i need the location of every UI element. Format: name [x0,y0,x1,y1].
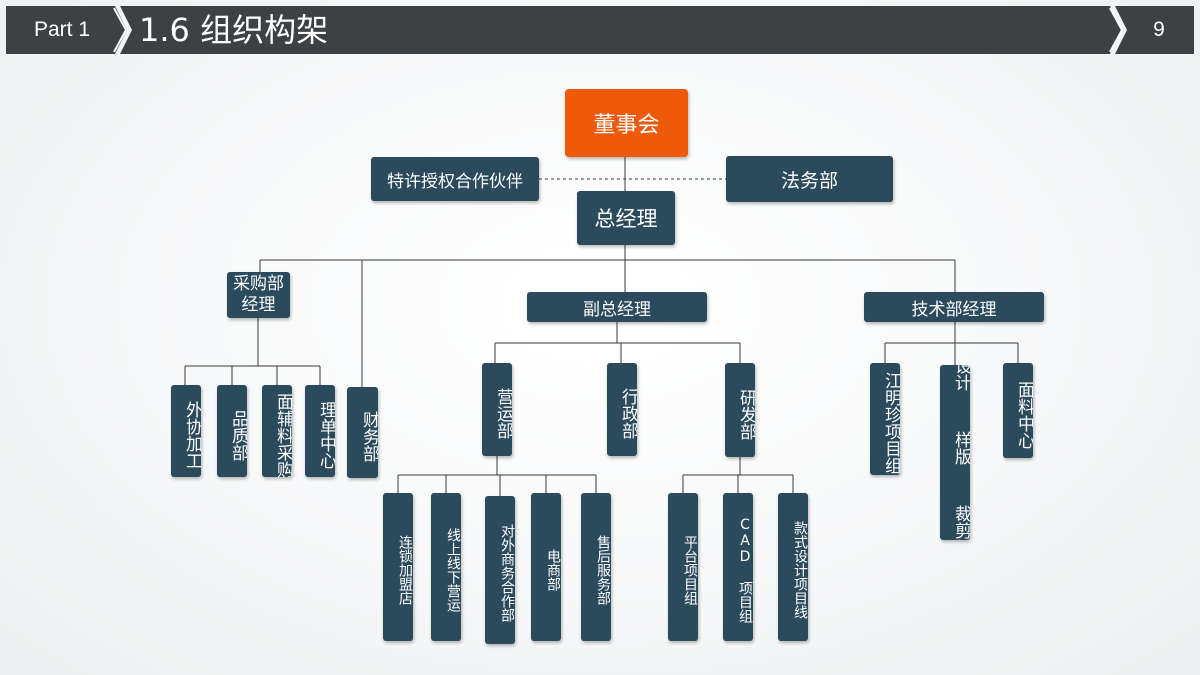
unit-order-center: 理单中心 [305,385,335,477]
franchise-partner-label: 特许授权合作伙伴 [387,171,523,192]
unit-jiang-project: 江明珍项目组 [870,363,900,475]
unit-after-sales: 售后服务部 [581,493,611,641]
unit-franchise-stores: 连锁加盟店 [383,493,413,641]
unit-external-business: 对外商务合作部 [485,496,515,644]
purchasing-manager-box: 采购部经理 [227,272,290,318]
tech-manager-box: 技术部经理 [864,292,1044,322]
unit-quality: 品质部 [217,385,247,477]
unit-finance: 财务部 [347,387,378,478]
page-title: 1.6 组织构架 [139,11,329,49]
unit-design-sample-cut: 设计 样版 裁剪组 [940,365,970,540]
unit-outsourcing: 外协加工 [171,385,201,477]
board-box: 董事会 [565,89,688,157]
legal-box: 法务部 [726,156,893,202]
unit-fabric-center: 面料中心 [1003,363,1033,458]
unit-online-offline-ops: 线上线下营运 [431,493,461,641]
unit-administration: 行政部 [607,363,637,456]
franchise-partner-box: 特许授权合作伙伴 [371,157,539,201]
gm-box: 总经理 [577,191,675,245]
page-number: 9 [1153,18,1165,41]
part-label: Part 1 [34,18,91,41]
unit-materials-purchasing: 面辅料采购 [262,385,292,477]
deputy-gm-box: 副总经理 [527,292,707,322]
tech-manager-label: 技术部经理 [911,299,997,320]
unit-operations: 营运部 [482,363,512,456]
purchasing-manager-label: 采购部经理 [233,274,284,315]
gm-label: 总经理 [594,207,658,231]
board-label: 董事会 [593,113,660,138]
unit-platform-project: 平台项目组 [668,493,698,641]
legal-label: 法务部 [780,169,838,192]
slide-header: Part 1 1.6 组织构架 9 [6,6,1194,54]
header-bar-shape [6,6,1194,54]
unit-cad-project: CAD 项目组 [723,493,753,641]
deputy-gm-label: 副总经理 [583,299,651,320]
unit-rnd: 研发部 [725,363,755,457]
unit-style-design: 款式设计项目线 [778,493,808,641]
unit-ecommerce: 电商部 [531,493,561,641]
